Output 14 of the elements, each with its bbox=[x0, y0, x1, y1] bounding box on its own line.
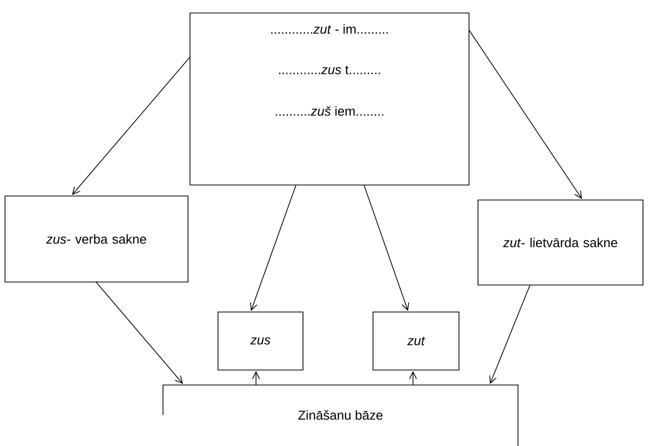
arrow bbox=[409, 371, 417, 386]
process-box: zus bbox=[218, 312, 304, 370]
arrow bbox=[72, 56, 190, 195]
arrow bbox=[489, 284, 530, 384]
arrow bbox=[468, 30, 582, 199]
arrow bbox=[364, 184, 410, 311]
text-box: ............zut - im......... ............zus t......... ..........zuš iem........ bbox=[190, 12, 470, 186]
arrow bbox=[96, 282, 183, 384]
arrow bbox=[250, 184, 296, 311]
arrow bbox=[252, 371, 260, 386]
knowledge-base-box: Zināšanu bāze bbox=[162, 384, 518, 446]
process-box: zus- verba sakne bbox=[4, 196, 188, 282]
process-box: zut bbox=[372, 312, 460, 370]
process-box: zut- lietvārda sakne bbox=[478, 200, 644, 286]
